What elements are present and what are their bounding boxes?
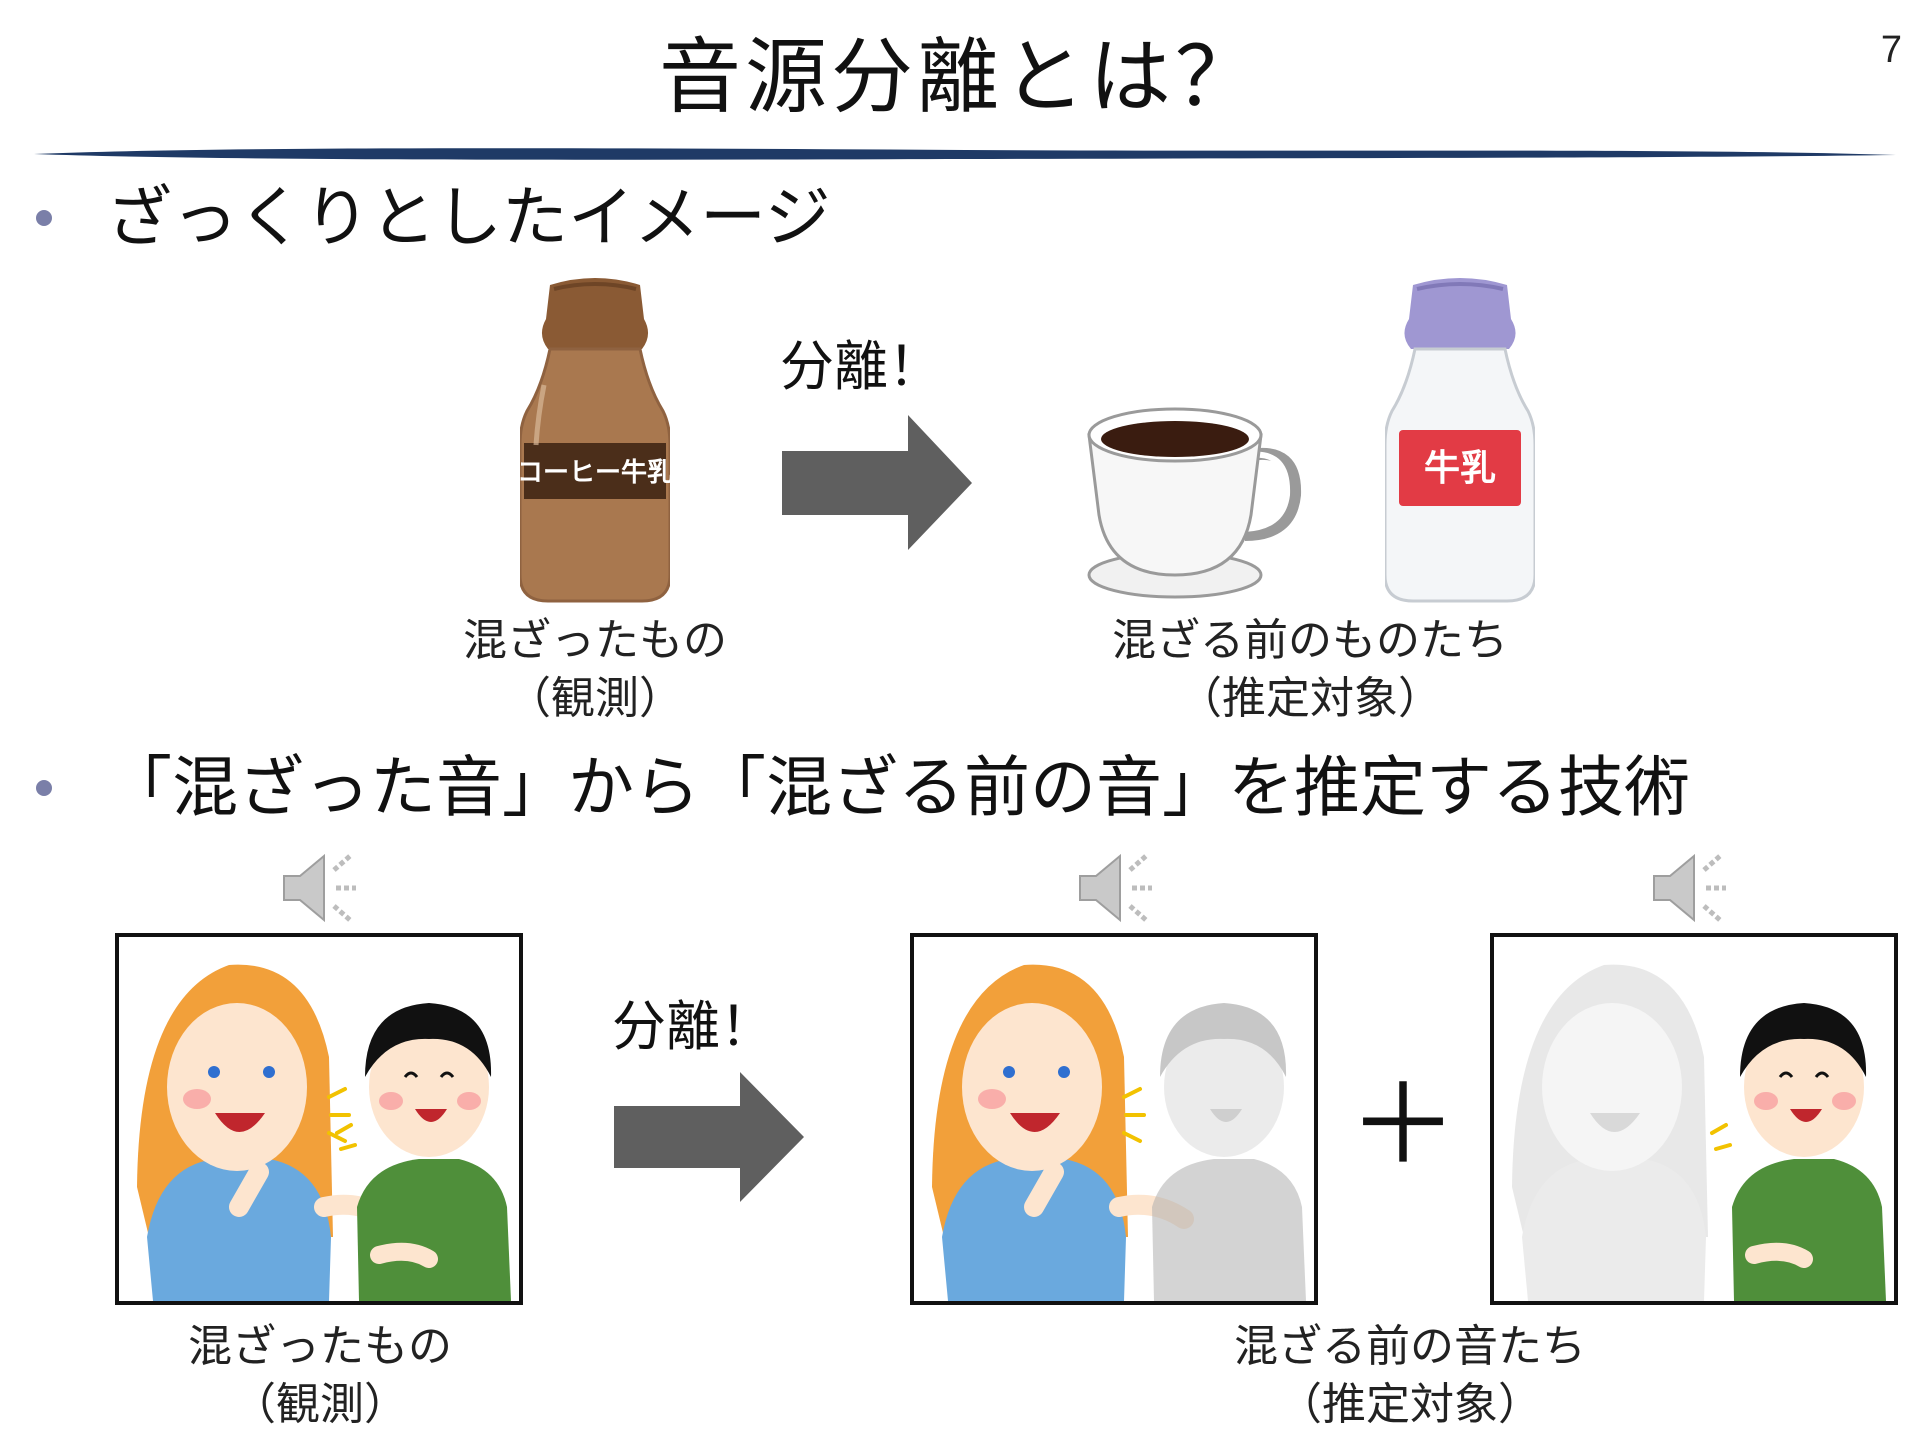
caption-line: （推定対象） (1278, 1379, 1542, 1430)
bottle-label-text: 牛乳 (1424, 448, 1496, 489)
man-figure-faded (1152, 1003, 1306, 1301)
coffee-milk-bottle-image: コーヒー牛乳 (520, 278, 670, 603)
caption-line: （推定対象） (1178, 673, 1442, 724)
bottle-label-text: コーヒー牛乳 (520, 458, 670, 488)
page-number: 7 (1880, 29, 1902, 71)
mixed-caption-top: 混ざったもの （観測） (415, 612, 775, 728)
caption-line: 混ざる前のものたち (1112, 615, 1508, 666)
conversation-illustration (137, 964, 511, 1301)
arrow-right-icon (782, 415, 972, 550)
source-woman-frame (910, 933, 1318, 1305)
man-figure (1732, 1003, 1886, 1301)
bullet-item-1: ざっくりとしたイメージ (36, 178, 831, 258)
sources-caption-top: 混ざる前のものたち （推定対象） (1060, 612, 1560, 728)
caption-line: 混ざる前の音たち (1234, 1321, 1586, 1372)
bullet-text: 「混ざった音」から「混ざる前の音」を推定する技術 (106, 749, 1690, 826)
sources-caption-bottom: 混ざる前の音たち （推定対象） (1160, 1318, 1660, 1434)
caption-line: （観測） (232, 1379, 408, 1430)
source-man-frame (1490, 933, 1898, 1305)
coffee-cup-image (1087, 407, 1302, 599)
woman-figure-faded (1512, 964, 1708, 1301)
man-figure (357, 1003, 511, 1301)
separation-label-bottom: 分離！ (612, 995, 774, 1058)
title-rule (34, 148, 1896, 160)
man-source-illustration (1512, 964, 1886, 1301)
caption-line: （観測） (507, 673, 683, 724)
mixed-audio-frame (115, 933, 523, 1305)
speaker-icon[interactable] (280, 848, 370, 928)
milk-bottle-image: 牛乳 (1385, 278, 1535, 603)
bullet-dot (36, 780, 52, 796)
speaker-icon[interactable] (1650, 848, 1740, 928)
woman-source-illustration (932, 964, 1306, 1301)
bullet-dot (36, 210, 52, 226)
slide-title: 音源分離とは？ (658, 30, 1261, 125)
bullet-text: ざっくりとしたイメージ (106, 179, 831, 256)
separation-label-top: 分離！ (780, 335, 942, 398)
mixed-caption-bottom: 混ざったもの （観測） (140, 1318, 500, 1434)
bullet-item-2: 「混ざった音」から「混ざる前の音」を推定する技術 (36, 748, 1690, 828)
woman-figure (932, 964, 1194, 1301)
caption-line: 混ざったもの (463, 615, 727, 666)
woman-figure (137, 964, 399, 1301)
caption-line: 混ざったもの (188, 1321, 452, 1372)
speaker-icon[interactable] (1076, 848, 1166, 928)
arrow-right-icon (614, 1072, 804, 1202)
plus-sign: ＋ (1348, 1061, 1458, 1189)
